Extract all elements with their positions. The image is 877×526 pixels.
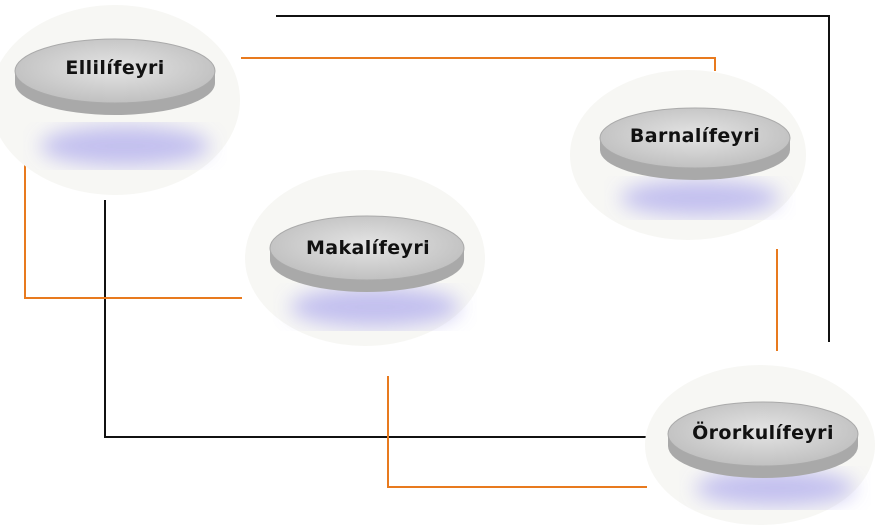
disc-icon bbox=[0, 5, 240, 195]
node-ellilifeyri: Ellilífeyri bbox=[0, 5, 240, 208]
node-label: Örorkulífeyri bbox=[692, 422, 834, 444]
node-label: Ellilífeyri bbox=[65, 57, 165, 79]
connector-orange-elli-to-barna bbox=[241, 57, 716, 71]
connector-orange-elli-to-maka bbox=[24, 165, 242, 299]
node-label: Makalífeyri bbox=[305, 237, 431, 259]
node-makalifeyri: Makalífeyri bbox=[240, 170, 485, 360]
node-barnalifeyri: Barnalífeyri bbox=[570, 70, 806, 250]
disc-icon bbox=[645, 365, 875, 525]
disc-icon bbox=[570, 70, 806, 240]
connector-black-elli-to-ororku bbox=[104, 200, 652, 438]
connector-orange-maka-to-ororku bbox=[387, 376, 647, 488]
node-ororkulifeyri: Örorkulífeyri bbox=[645, 360, 877, 526]
disc-icon bbox=[245, 170, 485, 346]
connector-black-top-to-ororku bbox=[276, 15, 830, 342]
node-label: Barnalífeyri bbox=[629, 125, 761, 147]
